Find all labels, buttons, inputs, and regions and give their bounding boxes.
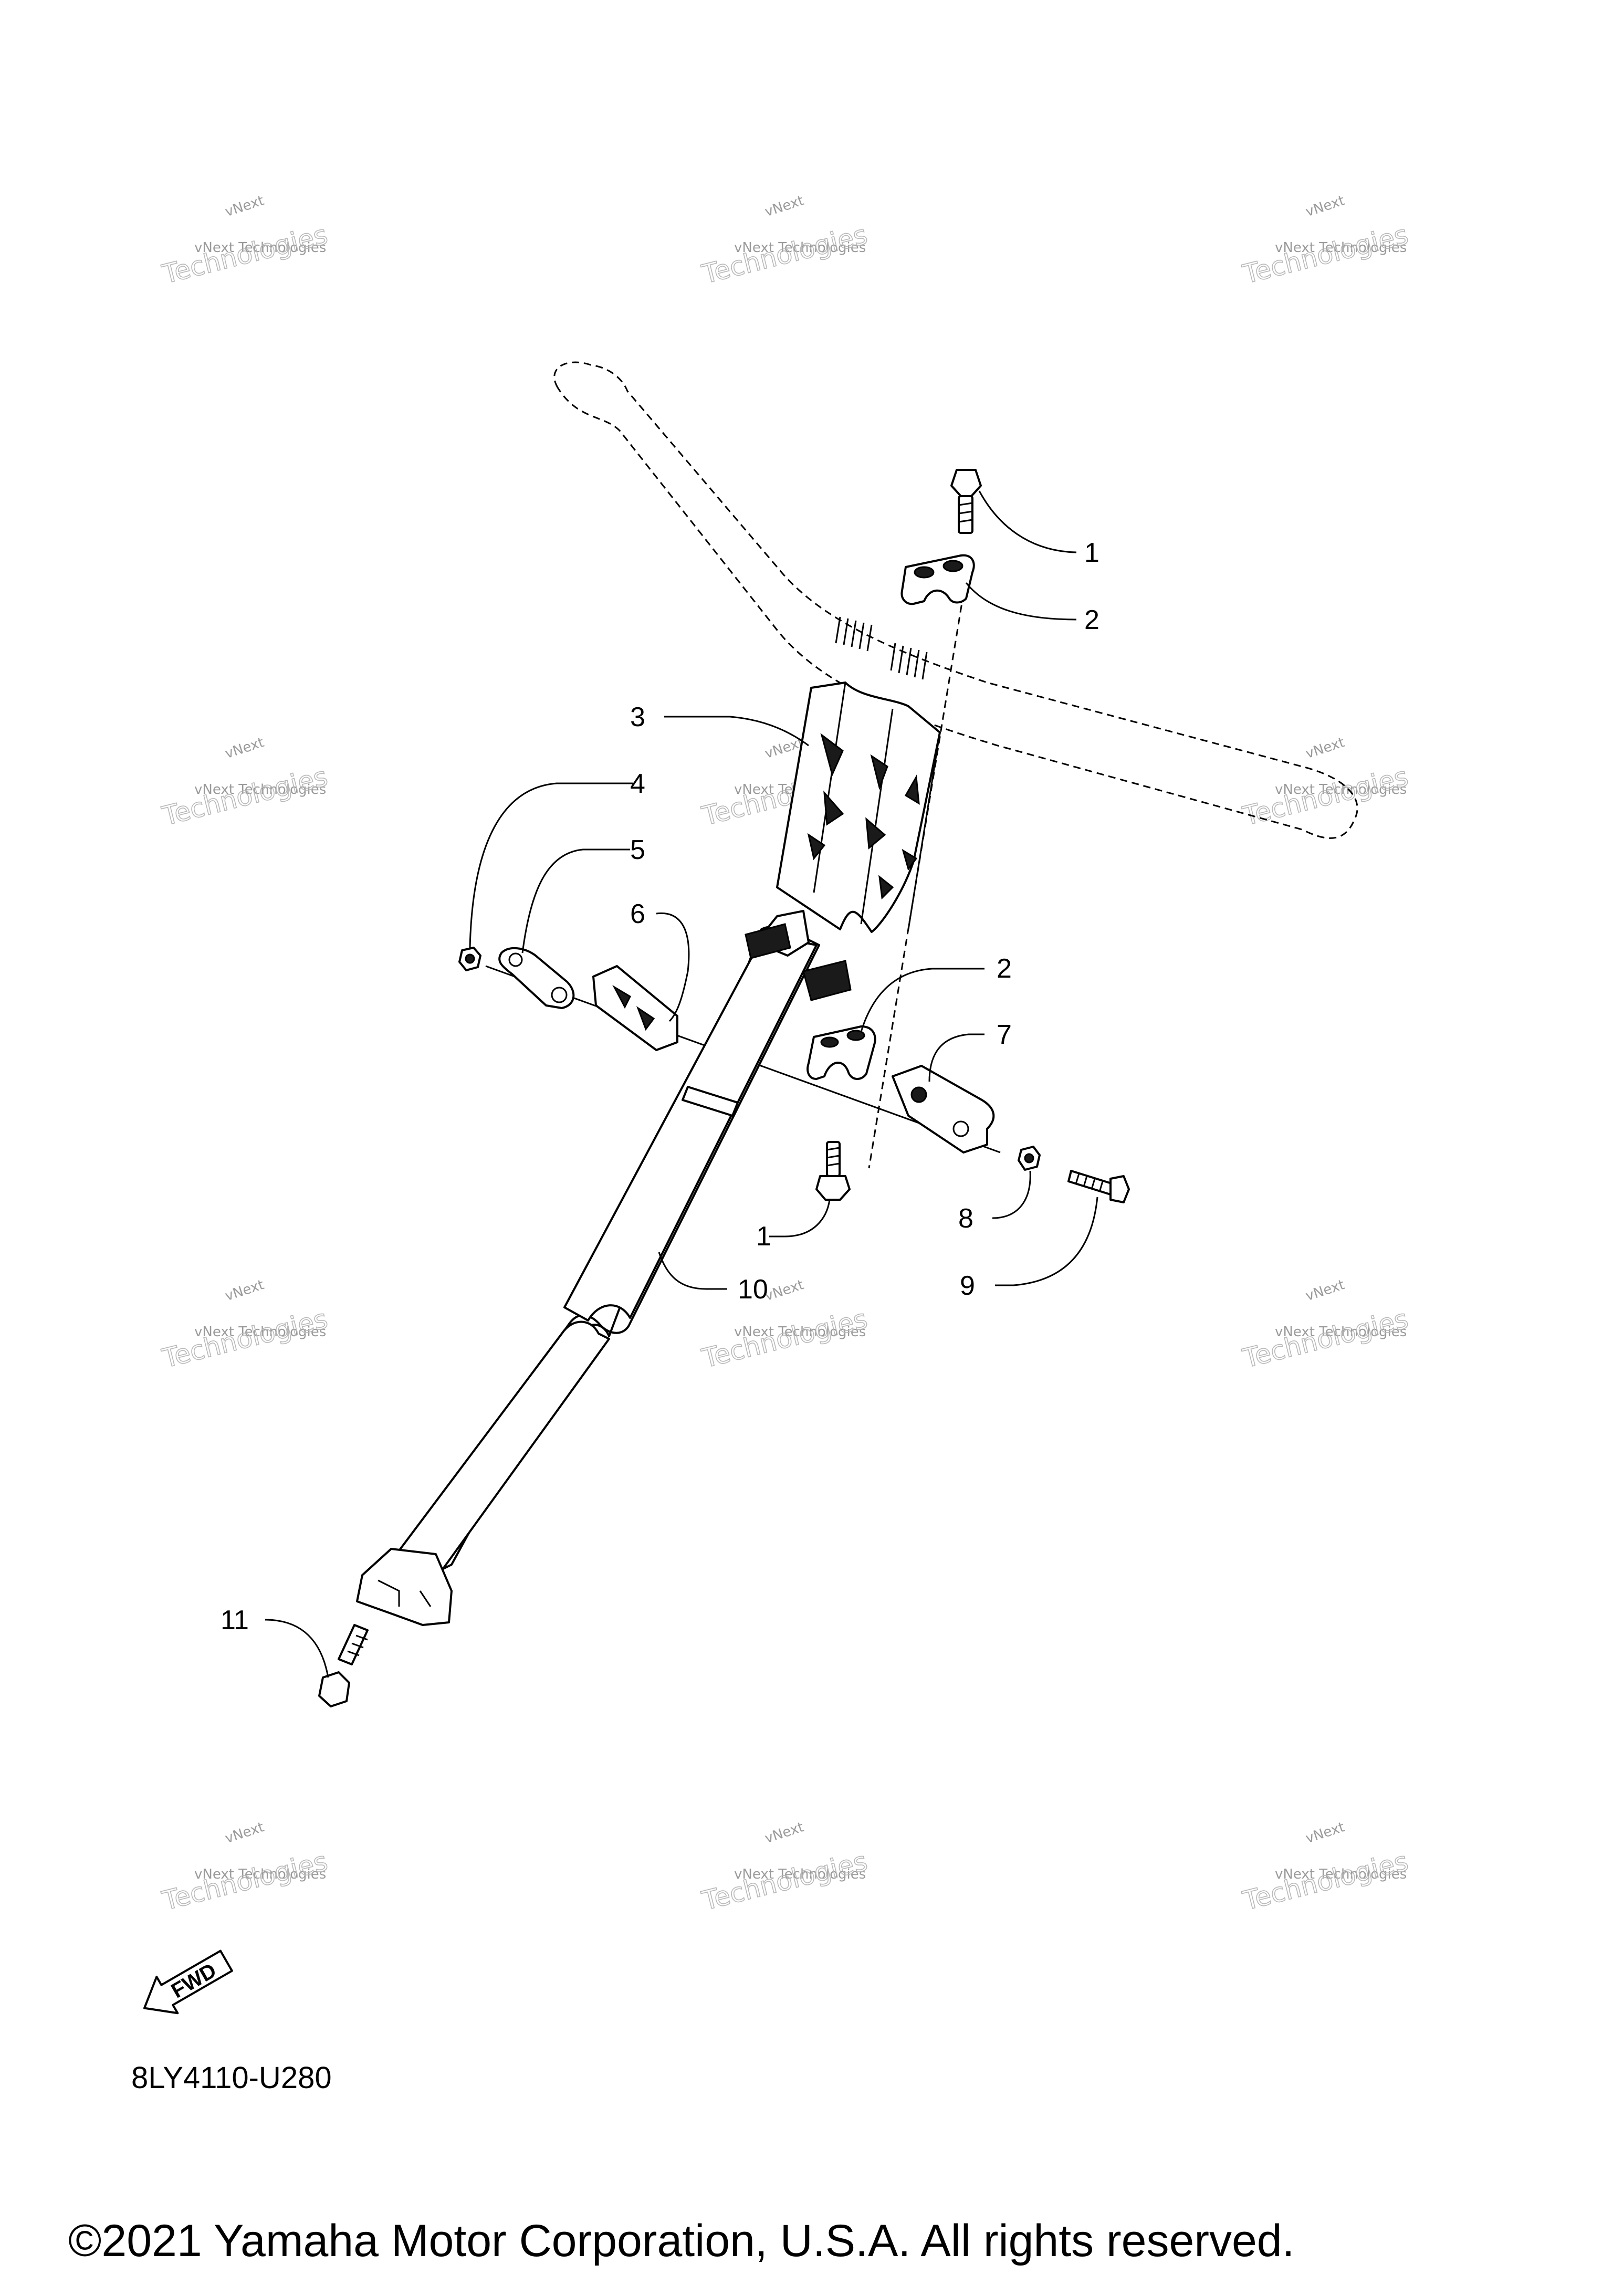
watermark-line2: vNext Technologies bbox=[194, 1324, 326, 1340]
watermark-line2: vNext Technologies bbox=[194, 782, 326, 798]
part-5-bracket bbox=[498, 947, 575, 1009]
part-8-nut bbox=[1018, 1146, 1041, 1171]
callout-11: 11 bbox=[221, 1605, 249, 1635]
watermark-line2: vNext Technologies bbox=[1275, 782, 1407, 798]
watermark-7: vNext vNext Technologies Technologies bbox=[159, 1277, 331, 1375]
watermark-12: vNext vNext Technologies Technologies bbox=[1239, 1819, 1411, 1917]
watermark-8: vNext vNext Technologies Technologies bbox=[698, 1277, 871, 1375]
watermark-line1: vNext bbox=[763, 1277, 806, 1304]
callout-2-mid: 2 bbox=[997, 953, 1012, 984]
diagram-code: 8LY4110-U280 bbox=[131, 2061, 332, 2095]
handlebar-knurl-left bbox=[835, 616, 873, 652]
callout-1-bottom: 1 bbox=[756, 1221, 771, 1252]
watermark-line3: Technologies bbox=[1240, 219, 1411, 290]
watermark-line1: vNext bbox=[1304, 193, 1347, 220]
handlebar-knurl-right bbox=[890, 643, 928, 680]
watermark-2: vNext vNext Technologies Technologies bbox=[698, 193, 871, 290]
callout-8: 8 bbox=[958, 1203, 973, 1234]
leader-10 bbox=[658, 1252, 727, 1290]
watermark-line3: Technologies bbox=[159, 1304, 331, 1374]
leader-11 bbox=[265, 1619, 329, 1678]
watermark-line1: vNext bbox=[763, 193, 806, 220]
leader-2-mid bbox=[860, 968, 984, 1032]
column-rubber-grips bbox=[745, 923, 852, 1001]
callout-4: 4 bbox=[630, 769, 645, 799]
watermark-line2: vNext Technologies bbox=[194, 1867, 326, 1882]
watermark-1: vNext vNext Technologies Technologies bbox=[159, 193, 331, 290]
leader-5 bbox=[521, 848, 630, 953]
watermark-line1: vNext bbox=[223, 1277, 266, 1304]
watermark-3: vNext vNext Technologies Technologies bbox=[1239, 193, 1411, 290]
watermark-line1: vNext bbox=[223, 735, 266, 762]
callout-2-top: 2 bbox=[1084, 605, 1099, 635]
fwd-direction-arrow: FWD bbox=[143, 1949, 233, 2015]
watermark-line1: vNext bbox=[223, 193, 266, 220]
part-4-nut bbox=[458, 947, 481, 971]
callouts: 1 2 3 4 5 6 2 7 1 8 9 10 11 bbox=[221, 538, 1099, 1635]
watermark-line1: vNext bbox=[1304, 1277, 1347, 1304]
watermark-line1: vNext bbox=[763, 1819, 806, 1847]
part-1-upper-bolt bbox=[950, 469, 982, 534]
callout-6: 6 bbox=[630, 899, 645, 929]
part-10-steering-column bbox=[356, 910, 820, 1626]
part-11-bottom-bolt bbox=[318, 1624, 369, 1707]
watermark-line3: Technologies bbox=[159, 761, 331, 832]
watermark-10: vNext vNext Technologies Technologies bbox=[159, 1819, 331, 1917]
watermark-line3: Technologies bbox=[1240, 761, 1411, 832]
watermark-line3: Technologies bbox=[1240, 1846, 1411, 1916]
callout-1-top: 1 bbox=[1084, 538, 1099, 568]
watermark-11: vNext vNext Technologies Technologies bbox=[698, 1819, 871, 1917]
leader-1-bottom bbox=[769, 1199, 831, 1238]
watermark-line2: vNext Technologies bbox=[734, 1867, 866, 1882]
leader-8 bbox=[992, 1170, 1031, 1219]
watermark-line2: vNext Technologies bbox=[1275, 1867, 1407, 1882]
watermark-line3: Technologies bbox=[699, 1846, 871, 1916]
watermark-line2: vNext Technologies bbox=[1275, 1324, 1407, 1340]
part-1-lower-bolt bbox=[815, 1141, 851, 1201]
watermark-9: vNext vNext Technologies Technologies bbox=[1239, 1277, 1411, 1375]
part-6-left-clamp bbox=[592, 965, 678, 1051]
callout-10: 10 bbox=[738, 1274, 768, 1305]
leader-4 bbox=[469, 782, 633, 948]
leader-7 bbox=[928, 1033, 984, 1082]
handlebar-outline bbox=[553, 361, 1358, 839]
part-7-right-clamp bbox=[892, 1065, 995, 1154]
watermark-line3: Technologies bbox=[699, 1304, 871, 1374]
leader-9 bbox=[995, 1197, 1098, 1286]
leader-6 bbox=[656, 912, 690, 1022]
watermark-line2: vNext Technologies bbox=[734, 240, 866, 256]
callout-3: 3 bbox=[630, 702, 645, 732]
watermark-line3: Technologies bbox=[699, 219, 871, 290]
leader-2-top bbox=[965, 582, 1077, 621]
copyright-notice: ©2021 Yamaha Motor Corporation, U.S.A. A… bbox=[68, 2216, 1295, 2266]
leader-3 bbox=[664, 716, 809, 747]
part-2-lower-clamp bbox=[806, 1025, 876, 1080]
watermark-line3: Technologies bbox=[159, 219, 331, 290]
callout-9: 9 bbox=[960, 1271, 975, 1301]
arrow-icon bbox=[143, 1949, 233, 2015]
watermark-line3: Technologies bbox=[1240, 1304, 1411, 1374]
part-2-upper-clamp bbox=[900, 554, 975, 605]
leader-lines bbox=[265, 490, 1098, 1678]
leader-1-top bbox=[978, 490, 1077, 553]
watermark-line2: vNext Technologies bbox=[734, 1324, 866, 1340]
watermark-4: vNext vNext Technologies Technologies bbox=[159, 735, 331, 832]
part-9-long-bolt bbox=[1067, 1170, 1130, 1203]
watermark-line1: vNext bbox=[223, 1819, 266, 1847]
watermark-6: vNext vNext Technologies Technologies bbox=[1239, 735, 1411, 832]
part-3-handlebar-riser bbox=[776, 682, 941, 933]
watermark-line1: vNext bbox=[1304, 1819, 1347, 1847]
watermark-line1: vNext bbox=[1304, 735, 1347, 762]
watermark-line3: Technologies bbox=[159, 1846, 331, 1916]
watermark-line2: vNext Technologies bbox=[194, 240, 326, 256]
watermark-line2: vNext Technologies bbox=[1275, 240, 1407, 256]
callout-7: 7 bbox=[997, 1020, 1012, 1050]
callout-5: 5 bbox=[630, 835, 645, 865]
